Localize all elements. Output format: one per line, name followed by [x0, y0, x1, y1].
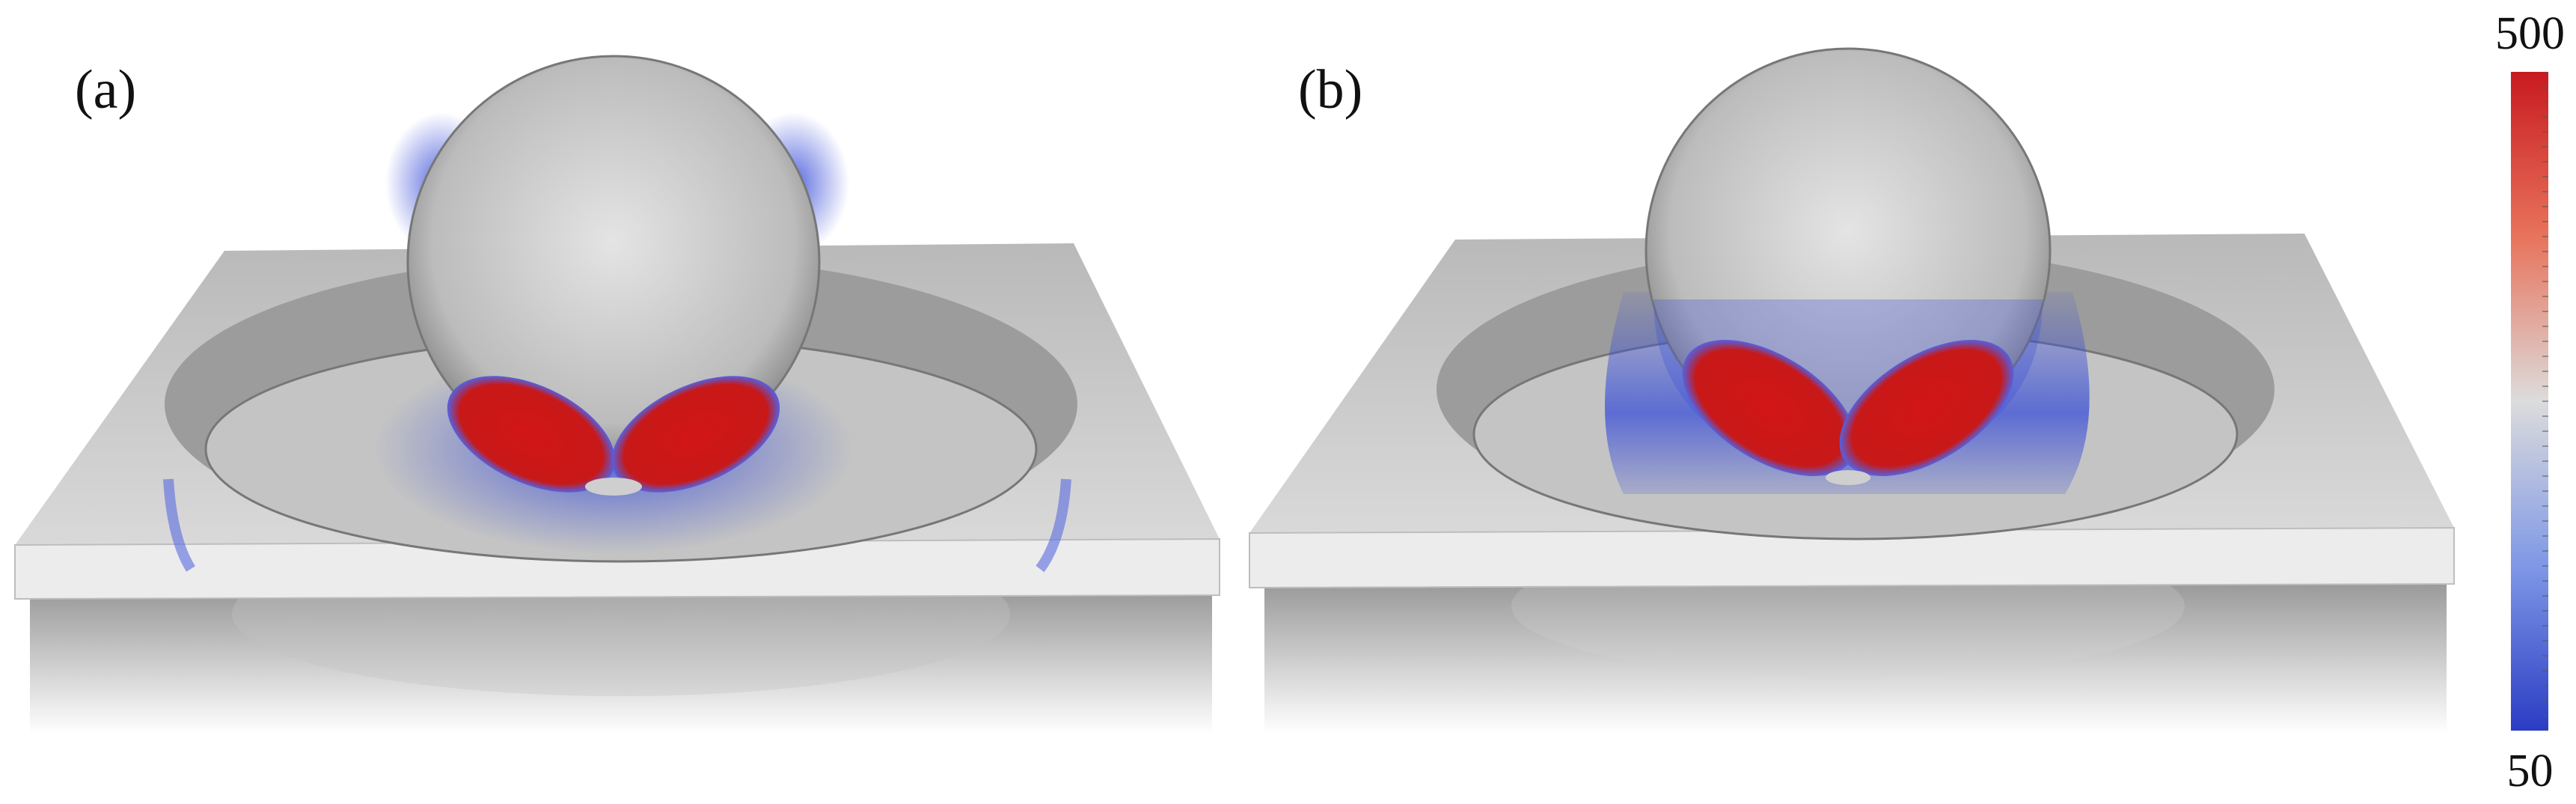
colorbar-max-label: 500: [2495, 8, 2565, 59]
hot-lobe-left: [447, 376, 616, 493]
simulation-render-b: [1249, 47, 2455, 734]
simulation-render-a: [14, 55, 1220, 734]
colorbar-gradient: [2511, 72, 2548, 731]
contact-patch: [585, 478, 642, 496]
colorbar-min-label: 50: [2506, 746, 2554, 797]
colorbar: 500 50: [2495, 0, 2576, 804]
hot-lobe-right: [611, 376, 780, 493]
hot-lobe-right: [1839, 340, 2014, 476]
plate-edge: [1249, 526, 2455, 589]
panel-label-a: (a): [75, 59, 137, 121]
recess-edge-highlight: [163, 478, 196, 572]
panel-label-b: (b): [1298, 59, 1363, 121]
contact-patch: [1826, 470, 1870, 485]
hot-lobe-left: [1682, 340, 1857, 476]
recess-edge-highlight-right: [1035, 478, 1071, 573]
